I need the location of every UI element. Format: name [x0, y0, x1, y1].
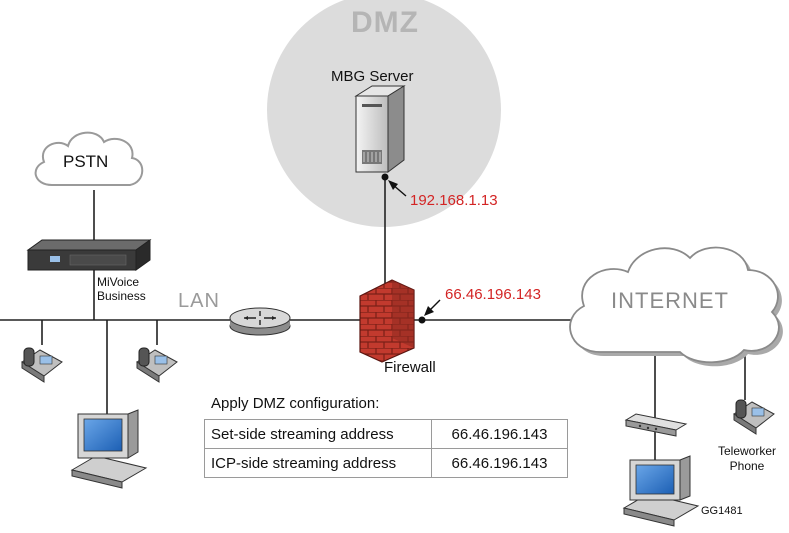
- firewall-label: Firewall: [384, 359, 436, 376]
- mbg-ip-arrow: [388, 180, 407, 197]
- table-row: ICP-side streaming address 66.46.196.143: [204, 448, 568, 478]
- dmz-config-table: Set-side streaming address 66.46.196.143…: [204, 419, 568, 478]
- internet-cloud: [569, 246, 783, 367]
- desk-phone-icon: [733, 399, 775, 435]
- mivoice-rack-unit-icon: [26, 239, 152, 271]
- mbg-server-label: MBG Server: [331, 68, 414, 85]
- lan-label: LAN: [178, 290, 220, 312]
- brick-firewall-icon: [359, 279, 415, 363]
- mbg-port-dot: [381, 173, 389, 181]
- config-row-label: Set-side streaming address: [204, 419, 432, 449]
- firewall-ip-label: 66.46.196.143: [445, 286, 541, 303]
- figure-code: GG1481: [701, 505, 743, 517]
- mivoice-label-line2: Business: [97, 289, 146, 303]
- firewall-ip-arrow: [424, 299, 441, 316]
- desk-phone-icon: [136, 347, 178, 383]
- pstn-label: PSTN: [63, 152, 109, 171]
- config-row-value: 66.46.196.143: [431, 448, 568, 478]
- router-icon: [229, 307, 291, 336]
- pstn-cloud: [34, 131, 144, 186]
- mivoice-label: MiVoice Business: [97, 275, 146, 303]
- broadband-modem-icon: [624, 413, 688, 437]
- mivoice-label-line1: MiVoice: [97, 275, 140, 289]
- config-row-label: ICP-side streaming address: [204, 448, 432, 478]
- desktop-computer-icon: [70, 409, 148, 489]
- server-tower-icon: [354, 85, 406, 173]
- teleworker-label: Teleworker Phone: [718, 444, 776, 474]
- table-row: Set-side streaming address 66.46.196.143: [204, 419, 568, 449]
- mbg-ip-label: 192.168.1.13: [410, 192, 498, 209]
- internet-label: INTERNET: [611, 288, 729, 313]
- dmz-label: DMZ: [351, 6, 419, 39]
- config-row-value: 66.46.196.143: [431, 419, 568, 449]
- config-heading: Apply DMZ configuration:: [211, 395, 380, 412]
- desktop-computer-icon: [622, 455, 700, 527]
- teleworker-label-line1: Teleworker: [718, 444, 777, 458]
- firewall-port-dot: [418, 316, 426, 324]
- desk-phone-icon: [21, 347, 63, 383]
- teleworker-label-line2: Phone: [729, 459, 765, 473]
